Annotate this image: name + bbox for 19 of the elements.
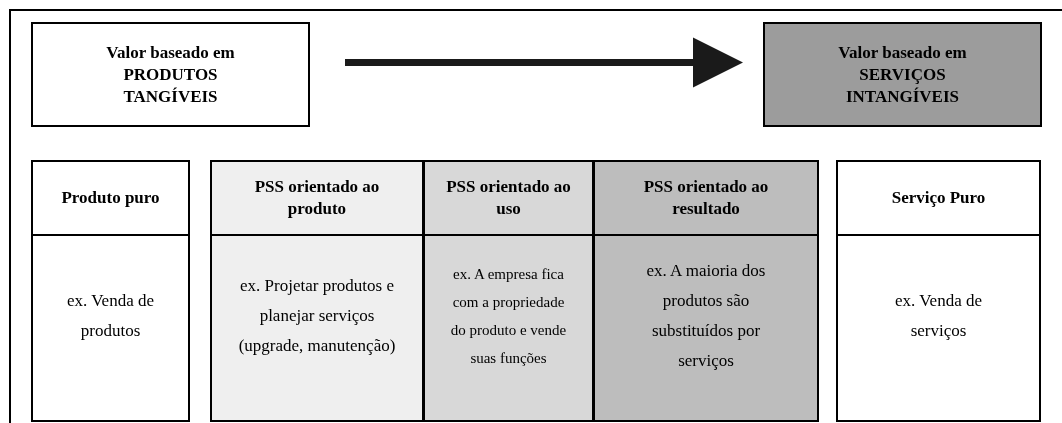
concept-box [31, 22, 310, 127]
category-column [31, 160, 190, 422]
category-column [423, 160, 594, 422]
column-header: PSS orientado ao resultado [642, 176, 770, 220]
column-header: PSS orientado ao uso [445, 176, 572, 220]
example-text: ex. Projetar produtos e planejar serviços (upgrade, manutenção) [237, 275, 397, 357]
box-title: Valor baseado em PRODUTOS TANGÍVEIS [105, 41, 236, 108]
example-text: ex. Venda de produtos [66, 290, 155, 342]
example-text: ex. A maioria dos produtos são substituídos por serviços [645, 260, 767, 372]
box-title: Valor baseado em SERVIÇOS INTANGÍVEIS [837, 41, 968, 108]
example-text: ex. A empresa fica com a propriedade do produto e vende suas funções [449, 265, 568, 368]
column-header: Produto puro [61, 187, 160, 209]
column-header: PSS orientado ao produto [253, 176, 381, 220]
category-column [593, 160, 819, 422]
column-header: Serviço Puro [891, 187, 986, 209]
concept-box [763, 22, 1042, 127]
example-text: ex. Venda de serviços [894, 290, 983, 342]
category-column [210, 160, 424, 422]
category-column [836, 160, 1041, 422]
